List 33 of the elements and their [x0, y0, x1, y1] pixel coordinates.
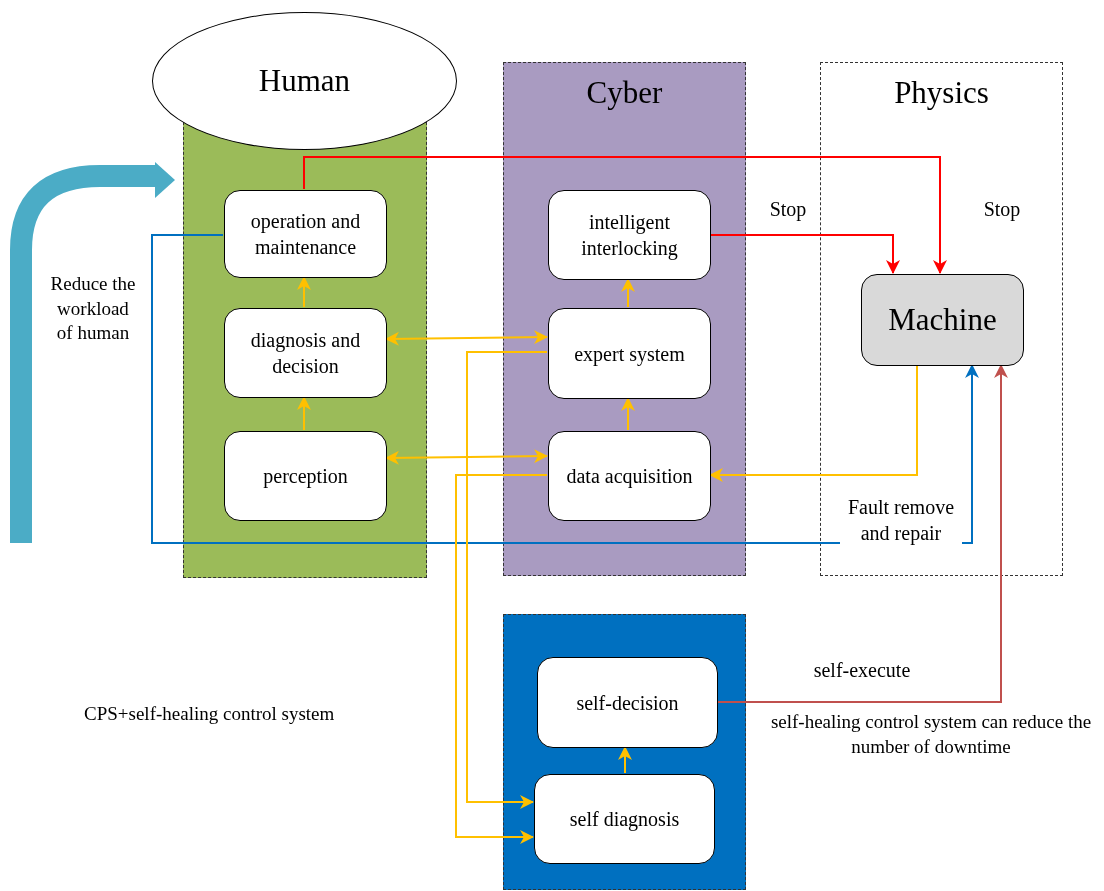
arrow [466, 351, 548, 809]
heading: Human [258, 63, 351, 99]
arrow [151, 234, 979, 544]
dashed-panel [183, 122, 427, 578]
dashed-panel [820, 62, 1063, 576]
arrow [297, 396, 311, 431]
dashed-panel [503, 614, 746, 890]
arrow [297, 276, 311, 308]
process-box: expert system [548, 308, 711, 399]
process-box: self diagnosis [534, 774, 715, 864]
process-box: intelligent interlocking [548, 190, 711, 280]
arrow [455, 474, 548, 844]
machine-box: Machine [861, 274, 1024, 366]
process-box: diagnosis and decision [224, 308, 387, 398]
process-box: perception [224, 431, 387, 521]
arrow [618, 746, 632, 774]
panel-title: Physics [893, 75, 990, 111]
process-box: operation and maintenance [224, 190, 387, 278]
panel-title: Cyber [585, 75, 664, 111]
arrow [716, 364, 1008, 703]
arrow [709, 364, 918, 482]
arrow [709, 234, 900, 274]
arrow [385, 330, 548, 346]
arrow [621, 397, 635, 431]
note: Reduce the workload of human [49, 272, 137, 346]
arrow [303, 156, 947, 274]
dashed-panel [503, 62, 746, 576]
note: self-healing control system can reduce the number of downtime [769, 710, 1093, 759]
arrow [621, 278, 635, 308]
note: CPS+self-healing control system [84, 702, 336, 726]
arrow [385, 449, 548, 465]
process-box: self-decision [537, 657, 718, 748]
process-box: data acquisition [548, 431, 711, 521]
